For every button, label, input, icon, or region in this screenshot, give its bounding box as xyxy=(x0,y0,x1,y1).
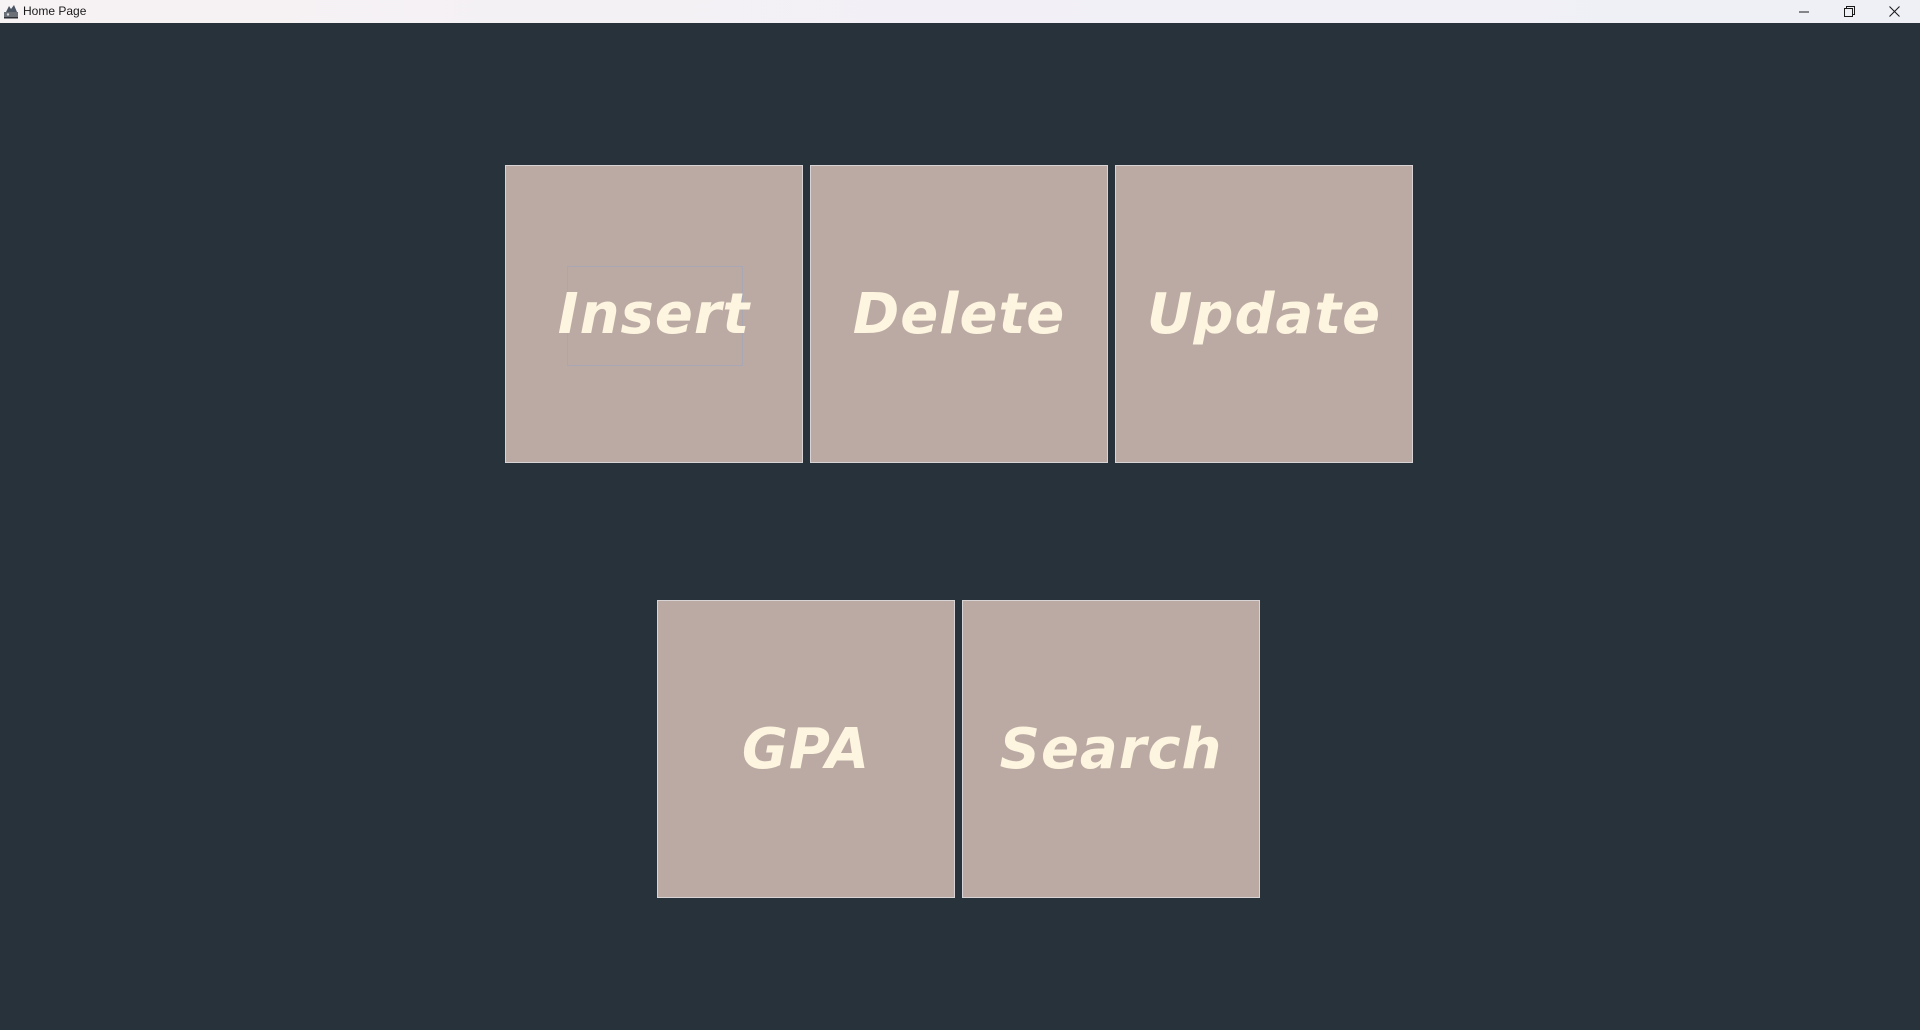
restore-icon xyxy=(1843,6,1855,17)
minimize-button[interactable] xyxy=(1781,0,1827,23)
update-button-label: Update xyxy=(1146,281,1382,347)
delete-button[interactable]: Delete xyxy=(810,165,1108,463)
java-app-icon xyxy=(3,3,19,19)
minimize-icon xyxy=(1799,7,1809,17)
delete-button-label: Delete xyxy=(852,281,1066,347)
title-bar[interactable]: Home Page xyxy=(0,0,1920,23)
update-button[interactable]: Update xyxy=(1115,165,1413,463)
insert-button-label: Insert xyxy=(557,281,751,347)
close-button[interactable] xyxy=(1871,0,1917,23)
maximize-button[interactable] xyxy=(1826,0,1872,23)
gpa-button[interactable]: GPA xyxy=(657,600,955,898)
search-button[interactable]: Search xyxy=(962,600,1260,898)
search-button-label: Search xyxy=(999,716,1223,782)
insert-button[interactable]: Insert xyxy=(505,165,803,463)
gpa-button-label: GPA xyxy=(741,716,871,782)
main-panel: Insert Delete Update GPA Search xyxy=(0,23,1920,1030)
close-icon xyxy=(1888,6,1900,17)
window-title: Home Page xyxy=(23,4,87,18)
window-bottom-edge xyxy=(0,1030,1920,1032)
